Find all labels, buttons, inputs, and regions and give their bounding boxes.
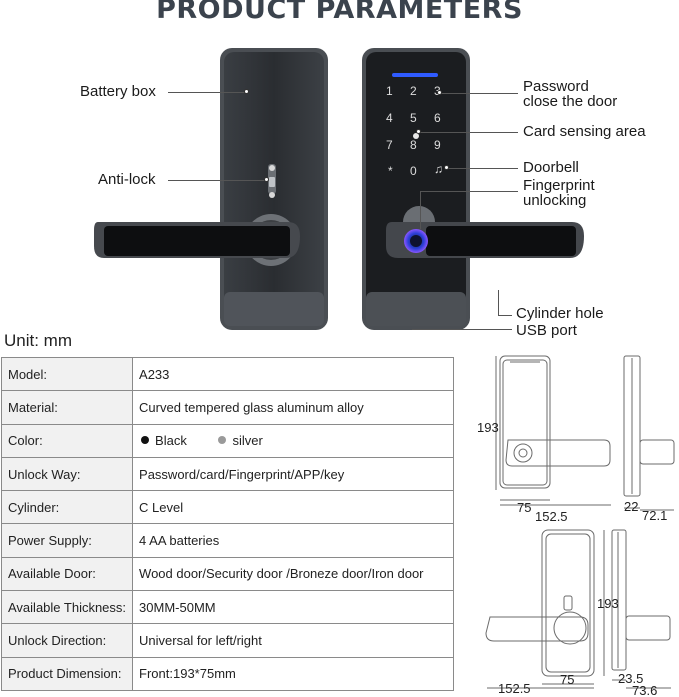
spec-key: Color: (0, 423, 134, 458)
dim-side-b: 72.1 (642, 508, 668, 523)
callout-battery-box: Battery box (80, 83, 156, 100)
keypad-key: 9 (434, 138, 441, 152)
back-panel-lock (94, 48, 328, 330)
spec-key: Unlock Direction: (0, 623, 134, 658)
table-row: Power Supply:4 AA batteries (0, 523, 454, 558)
table-row: Product Dimension:Front:193*75mm (0, 656, 454, 691)
spec-value: Wood door/Security door /Broneze door/Ir… (132, 556, 454, 592)
doorbell-icon: ♫ (434, 162, 443, 176)
spec-key: Available Door: (0, 556, 134, 592)
dim-back-side-a: 23.5 (618, 671, 644, 686)
table-row: Model:A233 (0, 356, 454, 392)
keypad-key: 4 (386, 111, 393, 125)
callout-cylinder-hole: Cylinder hole (516, 305, 604, 322)
dim-side-a: 22 (624, 499, 639, 514)
callout-card-sensing: Card sensing area (523, 123, 646, 140)
leader-line (498, 315, 512, 316)
callout-fingerprint: Fingerprint unlocking (523, 178, 595, 208)
leader-line (168, 92, 246, 93)
spec-value: C Level (132, 490, 454, 525)
table-row: Unlock Direction:Universal for left/righ… (0, 623, 454, 658)
callout-line: close the door (523, 93, 618, 110)
leader-line (420, 191, 421, 229)
dim-back-height: 193 (597, 596, 619, 611)
leader-dot (264, 177, 269, 182)
spec-value: A233 (132, 356, 454, 392)
leader-dot (437, 90, 442, 95)
callout-password-close: Password close the door (523, 79, 617, 109)
spec-value: Password/card/Fingerprint/APP/key (132, 456, 454, 492)
keypad-key: 0 (410, 164, 417, 178)
spec-key: Unlock Way: (0, 456, 134, 492)
spec-value: 4 AA batteries (132, 523, 454, 558)
table-row: Available Door:Wood door/Security door /… (0, 556, 454, 592)
table-row: Material:Curved tempered glass aluminum … (0, 390, 454, 425)
table-row: Unlock Way:Password/card/Fingerprint/APP… (0, 456, 454, 492)
keypad-key: * (388, 164, 393, 178)
dim-back-width: 75 (560, 672, 575, 687)
color-name: Black (155, 433, 187, 449)
spec-key: Cylinder: (0, 490, 134, 525)
leader-line (447, 168, 518, 169)
keypad-key: 5 (410, 111, 417, 125)
spec-key: Power Supply: (0, 523, 134, 558)
spec-value-colors: Black silver (132, 423, 454, 458)
front-panel-lock (362, 48, 584, 330)
keypad-key: 8 (410, 138, 417, 152)
unit-label: Unit: mm (4, 331, 72, 350)
dim-front-height: 193 (477, 420, 499, 435)
callout-line: Password (523, 78, 589, 95)
page-title: PRODUCT PARAMETERS (156, 0, 523, 25)
dim-back-depth: 152.5 (498, 681, 531, 696)
table-row: Color: Black silver (0, 423, 454, 458)
callout-usb-port: USB port (516, 322, 577, 339)
lock-product-illustration (94, 48, 584, 330)
callout-anti-lock: Anti-lock (98, 171, 156, 188)
leader-line (498, 290, 499, 316)
spec-key: Product Dimension: (0, 656, 134, 691)
leader-line (420, 191, 518, 192)
spec-key: Model: (0, 356, 134, 392)
spec-key: Available Thickness: (0, 590, 134, 625)
keypad-key: 6 (434, 111, 441, 125)
keypad-key: 1 (386, 84, 393, 98)
callout-line: unlocking (523, 192, 587, 209)
spec-value: Front:193*75mm (132, 656, 454, 691)
callout-line: Fingerprint (523, 177, 595, 194)
leader-dot (416, 129, 421, 134)
color-name: silver (232, 433, 263, 449)
leader-dot (244, 89, 249, 94)
color-swatch-silver (218, 436, 227, 445)
spec-table: Model:A233 Material:Curved tempered glas… (0, 356, 454, 691)
leader-line (440, 93, 518, 94)
callout-doorbell: Doorbell (523, 159, 579, 176)
dim-front-width: 75 (517, 500, 532, 515)
leader-line (419, 132, 518, 133)
leader-line (412, 329, 512, 330)
keypad-key: 7 (386, 138, 393, 152)
spec-value: Universal for left/right (132, 623, 454, 658)
keypad-key: 2 (410, 84, 417, 98)
spec-key: Material: (0, 390, 134, 425)
table-row: Cylinder:C Level (0, 490, 454, 525)
color-swatch-black (141, 436, 150, 445)
dim-back-side-b: 73.6 (632, 683, 658, 697)
leader-line (168, 180, 266, 181)
dim-front-depth: 152.5 (535, 509, 568, 524)
leader-dot (444, 165, 449, 170)
